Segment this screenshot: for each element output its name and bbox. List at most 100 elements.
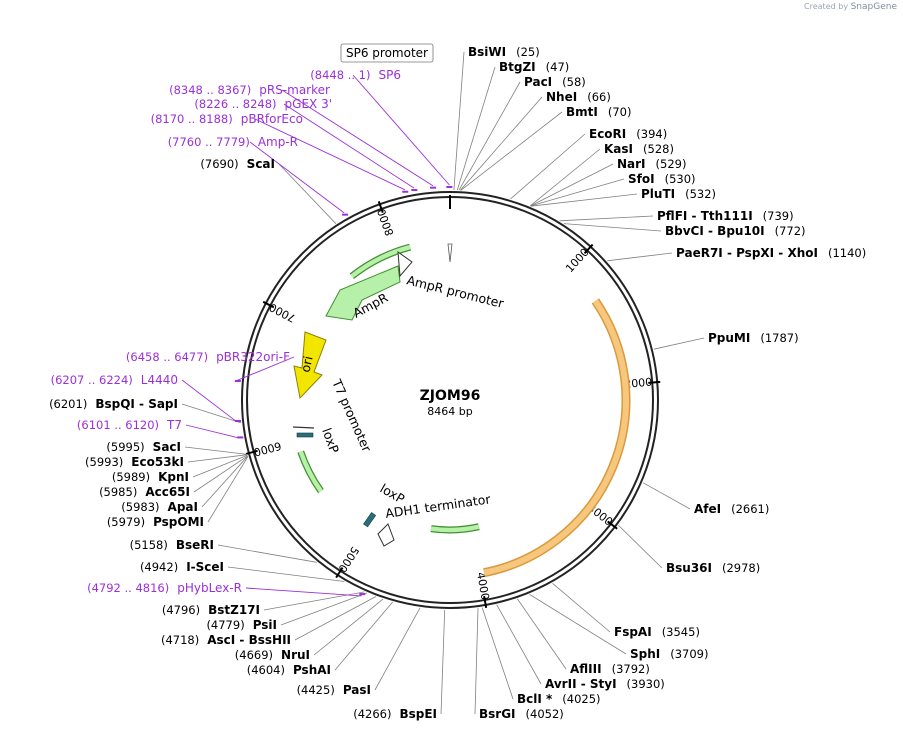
primer-box xyxy=(340,43,434,63)
lead-line xyxy=(185,424,239,439)
plasmid-name: ZJOM96 xyxy=(420,388,481,404)
tick-mark xyxy=(483,595,488,609)
lead-line xyxy=(559,215,654,222)
lead-line xyxy=(458,81,521,191)
enzyme-pasi: (4425)PasI xyxy=(297,683,371,697)
snapgene-logo: SnapGene xyxy=(850,2,897,12)
backbone-outer xyxy=(241,191,659,609)
tick-mark xyxy=(648,380,661,384)
lead-line xyxy=(459,96,543,191)
lead-line xyxy=(249,141,345,214)
primer-pgex-3-: (8226 .. 8248)pGEX 3' xyxy=(194,97,332,111)
sp6-promoter-mark xyxy=(447,243,453,263)
lead-line xyxy=(187,454,248,463)
lead-line xyxy=(235,356,295,382)
lead-line xyxy=(460,111,563,191)
enzyme-sfoi: SfoI(530) xyxy=(628,172,696,186)
lead-line xyxy=(453,51,465,191)
orf-arc xyxy=(483,299,629,576)
enzyme-btgzi: BtgZI(47) xyxy=(499,60,569,74)
lead-lines xyxy=(181,51,705,715)
t7-promoter-mark xyxy=(292,426,315,429)
lead-line xyxy=(334,601,394,671)
lead-line xyxy=(201,455,248,508)
enzyme-saci: (5995)SacI xyxy=(106,440,181,454)
lead-line xyxy=(181,379,237,422)
enzyme-bseri: (5158)BseRI xyxy=(130,538,214,552)
enzyme-pluti: PluTI(532) xyxy=(641,187,716,201)
feature-label-loxp: loxP xyxy=(319,426,342,456)
ori-arrow xyxy=(293,331,327,400)
enzyme-kpni: (5989)KpnI xyxy=(112,470,189,484)
lead-line xyxy=(283,103,415,189)
green-arc-bottom xyxy=(430,524,480,533)
lead-line xyxy=(618,525,663,569)
enzyme-pflfi: PflFI - Tth111I(739) xyxy=(657,209,794,223)
enzyme-nhei: NheI(66) xyxy=(546,90,611,104)
enzyme-pspomi: (5979)PspOMI xyxy=(107,515,204,529)
enzyme-i-scei: (4942)I-SceI xyxy=(140,560,224,574)
lead-line xyxy=(481,607,514,700)
lead-line xyxy=(642,482,691,510)
feature-label-ori: ori xyxy=(298,355,316,374)
tick-label: 2000 xyxy=(624,376,653,391)
tick-mark xyxy=(335,566,344,579)
lead-line xyxy=(440,609,446,715)
tick-mark xyxy=(583,243,594,255)
enzyme-sphi: SphI(3709) xyxy=(630,647,709,661)
ampr-promoter-arrow xyxy=(397,250,413,278)
enzyme-paci: PacI(58) xyxy=(524,75,586,89)
enzyme-bsrgi: BsrGI(4052) xyxy=(479,707,564,721)
lead-line xyxy=(280,592,368,626)
primer-prs-marker: (8348 .. 8367)pRS-marker xyxy=(169,83,330,97)
enzyme-ppumi: PpuMI(1787) xyxy=(708,331,799,345)
tick-label: 8000 xyxy=(375,207,397,238)
feature-label-ampr-promoter: AmpR promoter xyxy=(405,272,506,311)
primer-pbr322ori-f: (6458 .. 6477)pBR322ori-F xyxy=(126,350,290,364)
label-group: BsiWI(25)BtgZI(47)PacI(58)NheI(66)BmtI(7… xyxy=(49,45,866,721)
lead-line xyxy=(517,598,567,670)
lead-line xyxy=(193,455,248,493)
lead-line xyxy=(217,544,317,563)
enzyme-fspai: FspAI(3545) xyxy=(614,625,700,639)
lead-line xyxy=(530,193,638,207)
lead-line xyxy=(278,163,337,224)
lead-line xyxy=(184,446,248,455)
snapgene-credit: Created by SnapGene xyxy=(804,2,897,12)
tick-mark xyxy=(245,449,258,455)
adh1-terminator-arrow xyxy=(377,523,395,547)
tick-label: 4000 xyxy=(474,571,492,601)
green-arc-left xyxy=(298,450,323,493)
tick-mark xyxy=(262,300,275,309)
loxp-mark-bottom xyxy=(363,512,377,528)
lead-line xyxy=(552,582,611,633)
primer-sp6: (8448 .. 1)SP6 xyxy=(310,68,401,82)
lead-line xyxy=(530,163,614,207)
enzyme-acc65i: (5985)Acc65I xyxy=(99,485,190,499)
lead-line xyxy=(263,591,365,611)
lead-line xyxy=(653,337,705,350)
enzyme-psii: (4779)PsiI xyxy=(206,618,277,632)
lead-line xyxy=(281,89,434,187)
enzyme-bbvci: BbvCI - Bpu10I(772) xyxy=(665,224,806,238)
lead-line xyxy=(530,178,625,207)
lead-line xyxy=(510,133,586,200)
lead-line xyxy=(181,403,242,424)
tick-label: 6000 xyxy=(252,439,282,459)
lead-line xyxy=(374,607,421,691)
enzyme-bmti: BmtI(70) xyxy=(566,105,631,119)
primer-pbrforeco: (8170 .. 8188)pBRforEco xyxy=(151,112,303,126)
enzyme-ecori: EcoRI(394) xyxy=(589,127,667,141)
lead-line xyxy=(456,66,496,191)
lead-line xyxy=(563,223,662,232)
loxp-mark-left xyxy=(296,432,314,438)
primer-amp-r: (7760 .. 7779)Amp-R xyxy=(168,135,298,149)
enzyme-scai: (7690)ScaI xyxy=(200,157,275,171)
enzyme-apai: (5983)ApaI xyxy=(121,500,198,514)
lead-line xyxy=(607,252,673,262)
enzyme-bcli: BclI *(4025) xyxy=(517,692,601,706)
tick-mark xyxy=(607,520,618,530)
tick-label: 7000 xyxy=(267,300,298,325)
enzyme-eco53ki: (5993)Eco53kI xyxy=(85,455,184,469)
